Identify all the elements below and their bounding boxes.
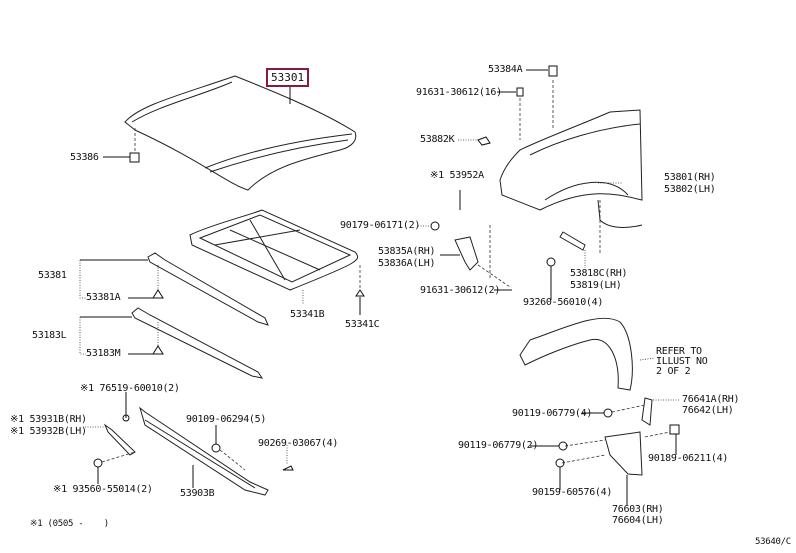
footnote: ※1 (0505 - ): [30, 519, 109, 529]
part-label-53835a[interactable]: 53835A(RH): [378, 246, 436, 257]
hood-seals-drawing: [79, 252, 269, 379]
mudguard-drawing: [530, 397, 680, 505]
part-label-53341b[interactable]: 53341B: [290, 309, 325, 320]
part-label-90109[interactable]: 90109-06294(5): [186, 414, 267, 425]
part-label-53341c[interactable]: 53341C: [345, 319, 380, 330]
part-label-53882k[interactable]: 53882K: [420, 134, 455, 145]
part-label-53952a[interactable]: ※1 53952A: [430, 170, 484, 181]
hood-insulator-drawing: [189, 209, 365, 315]
part-label-90119-2[interactable]: 90119-06779(2): [458, 440, 539, 451]
part-label-53386[interactable]: 53386: [70, 152, 99, 163]
part-label-93260[interactable]: 93260-56010(4): [523, 297, 604, 308]
part-label-76603[interactable]: 76603(RH): [612, 504, 664, 515]
part-label-90119-4[interactable]: 90119-06779(4): [512, 408, 593, 419]
grille-support-drawing: [85, 392, 294, 496]
part-label-53183m[interactable]: 53183M: [86, 348, 121, 359]
part-label-53931b[interactable]: ※1 53931B(RH): [10, 414, 87, 425]
refer-note-line-2: ILLUST NO: [656, 356, 708, 367]
part-label-53836a[interactable]: 53836A(LH): [378, 258, 436, 269]
part-label-53381a[interactable]: 53381A: [86, 292, 121, 303]
part-label-90269[interactable]: 90269-03067(4): [258, 438, 339, 449]
part-label-53818c[interactable]: 53818C(RH): [570, 268, 628, 279]
bracket-drawing: [418, 200, 601, 300]
part-label-93560[interactable]: ※1 93560-55014(2): [53, 484, 153, 495]
part-label-76642[interactable]: 76642(LH): [682, 405, 734, 416]
part-label-53384a[interactable]: 53384A: [488, 64, 523, 75]
fender-liner-drawing: [519, 317, 656, 391]
part-label-91631-2[interactable]: 91631-30612(2): [420, 285, 501, 296]
image-code: 53640/C: [755, 537, 791, 547]
hood-drawing: [103, 75, 357, 191]
part-label-76519[interactable]: ※1 76519-60010(2): [80, 383, 180, 394]
part-label-53819[interactable]: 53819(LH): [570, 280, 622, 291]
refer-note-line-3: 2 OF 2: [656, 366, 691, 377]
highlighted-part-label[interactable]: 53301: [266, 68, 310, 87]
part-label-90159[interactable]: 90159-60576(4): [532, 487, 613, 498]
part-label-76604[interactable]: 76604(LH): [612, 515, 664, 526]
part-label-53802[interactable]: 53802(LH): [664, 184, 716, 195]
part-label-53932b[interactable]: ※1 53932B(LH): [10, 426, 87, 437]
part-label-76641a[interactable]: 76641A(RH): [682, 394, 740, 405]
part-label-53381[interactable]: 53381: [38, 270, 67, 281]
part-label-53801[interactable]: 53801(RH): [664, 172, 716, 183]
part-label-90189[interactable]: 90189-06211(4): [648, 453, 729, 464]
part-label-53903b[interactable]: 53903B: [180, 488, 215, 499]
part-label-53183l[interactable]: 53183L: [32, 330, 67, 341]
part-label-91631-16[interactable]: 91631-30612(16): [416, 87, 502, 98]
part-label-90179[interactable]: 90179-06171(2): [340, 220, 421, 231]
refer-note-line-1: REFER TO: [656, 346, 702, 357]
